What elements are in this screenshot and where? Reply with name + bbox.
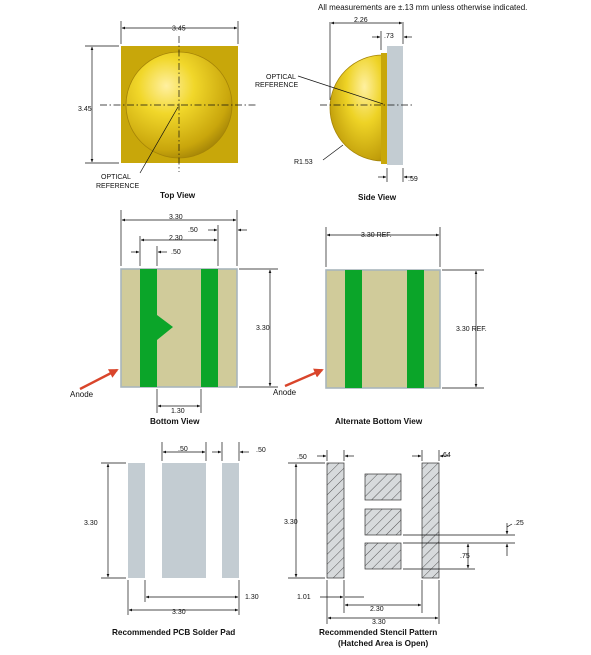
stencil-offset-dim: 1.01 (297, 594, 311, 601)
alternate-view-anode-label: Anode (273, 388, 297, 397)
bottom-view-caption: Bottom View (150, 417, 200, 426)
side-view: 2.26 .73 .59 OPTICAL REFERENCE R1.53 Sid… (255, 17, 418, 202)
side-view-radius-dim: R1.53 (294, 159, 313, 166)
pcb-pad-right (222, 463, 239, 578)
alternate-view-width-dim: 3.30 REF. (361, 232, 392, 239)
top-view-ref-label-2: REFERENCE (96, 183, 140, 190)
pcb-outer-offset-dim: 1.30 (245, 594, 259, 601)
side-view-ref-label-2: REFERENCE (255, 82, 299, 89)
stencil-block-dim: .75 (460, 553, 470, 560)
bottom-view-pad-span-dim: 2.30 (169, 235, 183, 242)
pcb-pad-center (162, 463, 206, 578)
bottom-view-anode-label: Anode (70, 390, 94, 399)
side-view-lens (329, 54, 384, 162)
stencil-caption-1: Recommended Stencil Pattern (319, 628, 437, 637)
stencil-block-bottom (364, 542, 402, 570)
stencil-caption-2: (Hatched Area is Open) (338, 639, 429, 648)
stencil-pad-left (326, 462, 345, 579)
side-view-caption: Side View (358, 193, 397, 202)
stencil-right-pad-dim: .64 (441, 452, 451, 459)
pcb-caption: Recommended PCB Solder Pad (112, 628, 235, 637)
stencil-pattern: .50 .64 3.30 .25 .75 1.01 2.30 3 (284, 450, 524, 648)
alternate-view-pad-left (345, 270, 362, 388)
stencil-inner-span-dim: 2.30 (370, 606, 384, 613)
pcb-side-pad-dim: .50 (256, 447, 266, 454)
bottom-view-body (120, 268, 238, 388)
side-view-height-dim: 2.26 (354, 17, 368, 24)
tolerance-note: All measurements are ±.13 mm unless othe… (318, 3, 527, 12)
pcb-center-pad-dim: .50 (178, 446, 188, 453)
top-view-height-dim: 3.45 (78, 106, 92, 113)
top-view-caption: Top View (160, 191, 196, 200)
bottom-view-overall-width-dim: 3.30 (169, 214, 183, 221)
pcb-height-dim: 3.30 (84, 520, 98, 527)
bottom-view-pad-width-inner-dim: .50 (171, 249, 181, 256)
pcb-overall-width-dim: 3.30 (172, 609, 186, 616)
stencil-gap-dim: .25 (514, 520, 524, 527)
alternate-view-height-dim: 3.30 REF. (456, 326, 487, 333)
top-view: 3.45 3.45 OPTICAL REFERENCE Top View (78, 21, 258, 200)
side-view-substrate (387, 46, 403, 165)
stencil-pad-right (421, 462, 440, 579)
pcb-solder-pad: .50 .50 3.30 1.30 3.30 Recommended PCB S… (84, 442, 266, 637)
stencil-left-pad-dim: .50 (297, 454, 307, 461)
alternate-view-caption: Alternate Bottom View (335, 417, 423, 426)
stencil-block-middle (364, 508, 402, 536)
alternate-view-pad-right (407, 270, 424, 388)
alternate-bottom-view: 3.30 REF. 3.30 REF. Anode Alternate Bott… (273, 227, 487, 426)
top-view-ref-label-1: OPTICAL (101, 174, 131, 181)
bottom-view-anode-pad (140, 269, 173, 387)
pcb-pad-left (128, 463, 145, 578)
stencil-overall-width-dim: 3.30 (372, 619, 386, 626)
bottom-view-anode-arrow (79, 368, 119, 391)
top-view-width-dim: 3.45 (172, 26, 186, 33)
stencil-height-dim: 3.30 (284, 519, 298, 526)
side-view-lens-rim (381, 53, 387, 164)
bottom-view-height-dim: 3.30 (256, 325, 270, 332)
stencil-block-top (364, 473, 402, 501)
bottom-view: 3.30 .50 2.30 .50 3.30 1.30 Anode Bottom… (70, 210, 278, 426)
side-view-lens-thickness-dim: .73 (384, 33, 394, 40)
bottom-view-cathode-pad (201, 269, 218, 387)
side-view-ref-label-1: OPTICAL (266, 74, 296, 81)
bottom-view-pad-spacing-dim: 1.30 (171, 408, 185, 415)
side-view-base-thickness-dim: .59 (408, 176, 418, 183)
bottom-view-pad-width-top-dim: .50 (188, 227, 198, 234)
alternate-view-anode-arrow (284, 368, 324, 388)
